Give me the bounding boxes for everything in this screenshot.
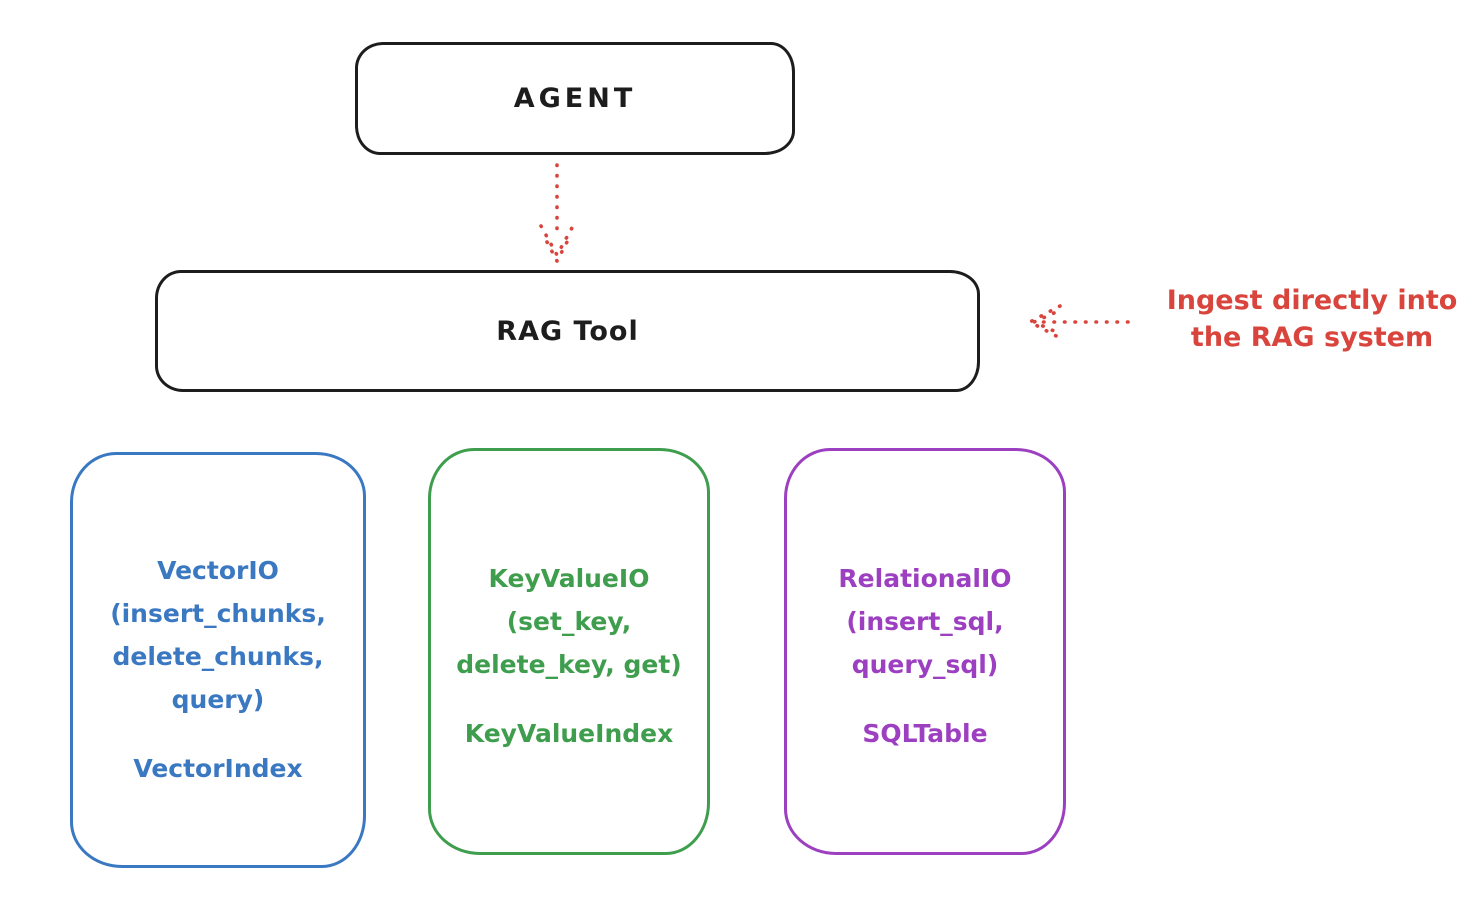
provider-index-label: SQLTable	[862, 719, 988, 748]
provider-box-keyvalueio: KeyValueIO (set_key, delete_key, get) Ke…	[428, 448, 710, 855]
agent-label: AGENT	[513, 83, 637, 114]
provider-io-line: RelationalIO	[838, 564, 1012, 593]
provider-io-line: query)	[171, 685, 265, 714]
annotation-line-2: the RAG system	[1190, 322, 1434, 353]
annotation-arrow	[1028, 304, 1130, 340]
provider-io-line: delete_chunks,	[112, 642, 324, 671]
rag-tool-label: RAG Tool	[496, 315, 639, 347]
provider-io-line: KeyValueIO	[488, 564, 650, 593]
provider-io-line: query_sql)	[851, 650, 999, 679]
annotation-text: Ingest directly into the RAG system	[1140, 282, 1484, 356]
annotation-line-1: Ingest directly into	[1166, 285, 1458, 316]
provider-io-line: delete_key, get)	[456, 650, 682, 679]
provider-box-vectorio: VectorIO (insert_chunks, delete_chunks, …	[70, 452, 366, 868]
rag-tool-box: RAG Tool	[155, 270, 980, 392]
agent-to-ragtool-arrow	[539, 163, 575, 263]
provider-box-relationalio: RelationalIO (insert_sql, query_sql) SQL…	[784, 448, 1066, 855]
agent-box: AGENT	[355, 42, 795, 155]
provider-index-label: KeyValueIndex	[464, 719, 674, 748]
provider-index-label: VectorIndex	[133, 754, 303, 783]
provider-io-line: (set_key,	[506, 607, 632, 636]
provider-io-line: (insert_sql,	[846, 607, 1004, 636]
provider-io-line: (insert_chunks,	[110, 599, 326, 628]
provider-io-line: VectorIO	[157, 556, 279, 585]
